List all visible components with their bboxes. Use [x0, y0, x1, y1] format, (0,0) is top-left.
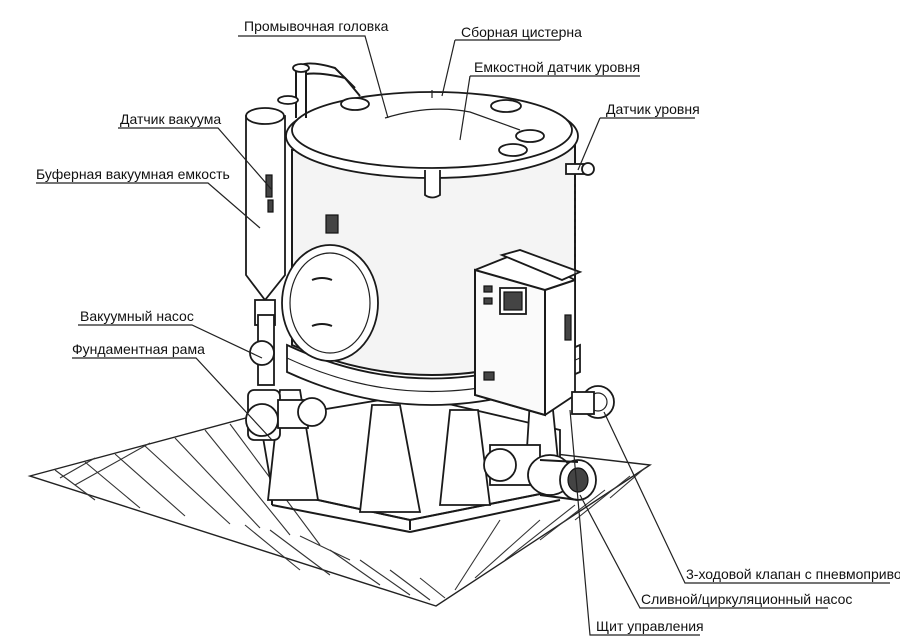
drain-circulation-pump [483, 444, 597, 501]
leader-lines [36, 35, 890, 636]
label-vacuum-pump: Вакуумный насос [80, 308, 194, 324]
label-vacuum-sensor: Датчик вакуума [120, 111, 221, 127]
label-control-panel: Щит управления [596, 618, 704, 634]
label-base-frame: Фундаментная рама [72, 341, 205, 357]
label-collection-tank: Сборная цистерна [461, 24, 582, 40]
vacuum-pump [245, 314, 327, 441]
inspection-hatch [281, 244, 379, 362]
label-capacitive-level-sensor: Емкостной датчик уровня [474, 59, 640, 75]
three-way-valve [571, 385, 615, 419]
label-buffer-vacuum-tank: Буферная вакуумная емкость [36, 166, 230, 182]
label-drain-circulation-pump: Сливной/циркуляционный насос [641, 591, 852, 607]
control-panel-cabinet [474, 249, 583, 417]
callout-labels: Промывочная головка Сборная цистерна Емк… [36, 18, 900, 634]
label-flush-head: Промывочная головка [244, 18, 389, 34]
label-three-way-valve: 3-ходовой клапан с пневмоприводом [686, 566, 900, 582]
label-level-sensor: Датчик уровня [606, 101, 700, 117]
level-sensor [565, 162, 595, 275]
